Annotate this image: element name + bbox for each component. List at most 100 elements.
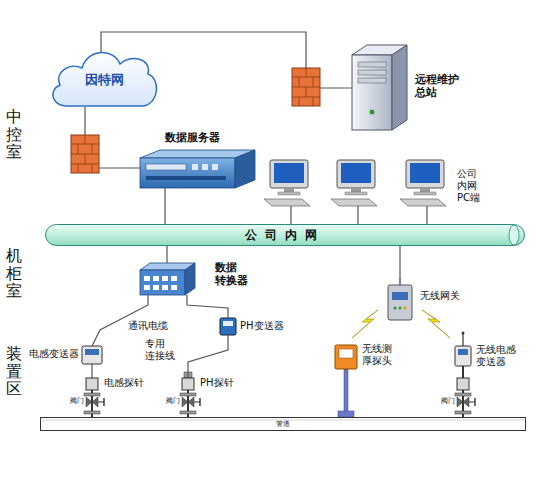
probe-stack — [180, 372, 200, 417]
probe-stack — [457, 378, 469, 390]
converter-icon — [144, 285, 150, 290]
pc-terminal — [357, 206, 358, 224]
label-anchor: 装置区 — [6, 345, 22, 398]
probe-stack — [103, 398, 104, 406]
thickness-probe-icon — [335, 345, 357, 417]
thickness-probe-icon — [339, 349, 353, 358]
zone-label: 机柜室 — [6, 247, 22, 300]
tower-server-icon — [392, 45, 407, 130]
pc-label: 公司 内网 PC端 — [457, 168, 480, 204]
inductive-transmitter-icon — [85, 349, 99, 355]
thickness-probe-icon — [344, 369, 348, 413]
wireless-signal — [422, 310, 450, 338]
probe-stack — [86, 397, 92, 407]
node-text: 公司内网 — [245, 228, 325, 242]
probe-node: 无线测 厚探头 — [335, 345, 357, 369]
rack-server-icon — [235, 150, 255, 188]
transmitter-node: PH变送器 — [220, 318, 236, 335]
firewall-icon — [71, 135, 99, 173]
rack-server-icon — [146, 176, 226, 180]
transmitter-node: 电感变送器 — [82, 346, 102, 364]
node-text: 数据 转换器 — [215, 261, 248, 287]
label-anchor: 阀门 — [441, 397, 455, 405]
server-node: 数据服务器 — [140, 150, 255, 188]
pipe-outline — [41, 418, 526, 431]
probe-stack — [474, 398, 475, 406]
valve-label: 阀门 — [70, 397, 84, 405]
converter-icon — [140, 270, 185, 295]
gateway-icon — [388, 278, 412, 320]
node-text: PH变送器 — [240, 320, 284, 332]
probe-stack — [455, 393, 471, 396]
connector-line — [187, 295, 228, 318]
probe-stack — [199, 398, 200, 406]
gateway-icon — [388, 285, 412, 320]
probe-stack — [182, 397, 188, 407]
converter-icon — [185, 263, 195, 295]
gateway-icon — [394, 307, 397, 310]
ph-transmitter-icon — [220, 318, 236, 335]
node-text: 因特网 — [85, 72, 124, 88]
cloud-outline — [53, 52, 157, 106]
pc-terminal — [341, 163, 371, 183]
firewall-icon — [306, 87, 307, 97]
probe-stack — [455, 411, 471, 414]
pc-terminal — [351, 188, 361, 192]
band-end — [509, 225, 519, 245]
firewall-icon — [292, 68, 320, 106]
probe-stack — [182, 378, 194, 390]
probe-stack — [86, 378, 98, 390]
connector-line — [166, 246, 167, 263]
pc-terminal — [264, 160, 310, 224]
probe-stack — [457, 397, 463, 407]
pc-terminal — [290, 206, 291, 224]
connector-line — [91, 364, 92, 378]
pc-terminal — [420, 188, 430, 192]
probe-stack — [180, 393, 196, 396]
firewall-icon — [85, 135, 86, 144]
probe-stack — [462, 332, 465, 335]
pc-terminal — [331, 160, 377, 224]
converter-icon — [144, 276, 150, 281]
zone-label: 装置区 — [6, 345, 22, 398]
label-anchor: 专用 连接线 — [145, 338, 175, 362]
rack-server-icon — [192, 164, 198, 170]
pipe-band: 管道 — [40, 417, 526, 431]
label-anchor: 阀门 — [70, 397, 84, 405]
gateway-icon — [399, 307, 402, 310]
band-outline — [46, 225, 525, 246]
pc-terminal — [414, 192, 436, 195]
cloud-node: 因特网 — [48, 52, 160, 107]
wireless-transmitter-icon — [455, 346, 471, 366]
node-text: PH探针 — [200, 377, 234, 389]
tower-server-icon — [358, 78, 386, 83]
tower-server-icon — [370, 110, 375, 115]
converter-icon — [171, 285, 177, 290]
pc-terminal — [337, 160, 375, 188]
node-text: 电感探针 — [104, 377, 144, 389]
gateway-node: 无线网关 — [385, 278, 415, 320]
probe-stack — [462, 366, 464, 378]
probe-node: PH探针 — [182, 378, 194, 390]
label-anchor: 公司 内网 PC端 — [457, 168, 480, 204]
pc-terminal — [410, 163, 440, 183]
pc-terminal — [331, 199, 377, 206]
firewall-icon — [92, 164, 93, 173]
node-text: 无线测 厚探头 — [362, 343, 392, 367]
firewall-icon — [92, 144, 93, 154]
firewall-icon — [78, 144, 79, 154]
probe-stack — [84, 393, 100, 396]
wireless-signal — [352, 310, 450, 338]
tower-server-icon — [358, 62, 386, 67]
probe-stack — [463, 397, 469, 407]
gateway-icon — [404, 307, 407, 310]
rack-server-icon — [212, 164, 218, 170]
ph-transmitter-icon — [223, 321, 233, 326]
label-anchor: 阀门 — [166, 397, 180, 405]
probe-stack — [98, 402, 104, 403]
firewall-icon — [299, 77, 300, 87]
pc-terminal — [345, 192, 367, 195]
gateway-icon — [392, 292, 408, 300]
rack-server-icon — [140, 150, 255, 188]
pc-terminal — [426, 206, 427, 224]
